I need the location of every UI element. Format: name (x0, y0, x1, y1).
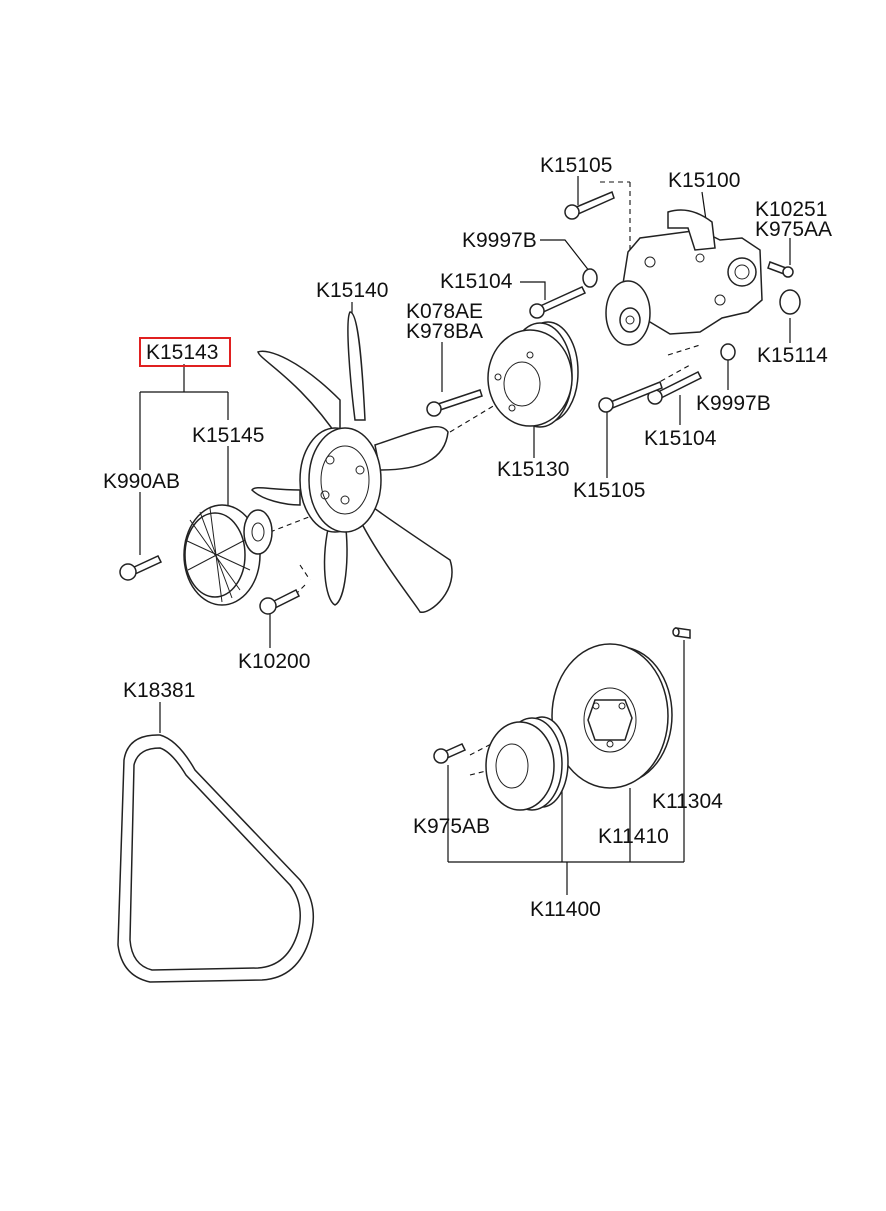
label-k975ab[interactable]: K975AB (413, 815, 490, 838)
label-k10200[interactable]: K10200 (238, 650, 310, 673)
label-k15143[interactable]: K15143 (146, 341, 218, 364)
label-k078ae[interactable]: K078AE (406, 300, 483, 323)
bolt-k10200 (259, 588, 301, 615)
label-k15140[interactable]: K15140 (316, 279, 388, 302)
label-k18381[interactable]: K18381 (123, 679, 195, 702)
bolt-k975ab (433, 743, 467, 764)
label-k9997b-top[interactable]: K9997B (462, 229, 537, 252)
water-pump (605, 209, 763, 346)
bolt-k078ae (426, 389, 483, 417)
label-k15104-bottom[interactable]: K15104 (644, 427, 717, 450)
label-k9997b-bottom[interactable]: K9997B (696, 392, 771, 415)
label-k978ba[interactable]: K978BA (406, 320, 483, 343)
label-k15105-bottom[interactable]: K15105 (573, 479, 645, 502)
label-k990ab[interactable]: K990AB (103, 470, 180, 493)
fan-k15140 (251, 311, 453, 613)
pump-hardware (529, 190, 801, 413)
label-k10251[interactable]: K10251 (755, 198, 827, 221)
belt-k18381 (117, 734, 315, 983)
leader-lines (139, 176, 791, 895)
fan-clutch-k15145 (183, 504, 273, 606)
highlight-box (139, 337, 231, 367)
crank-pulley (485, 716, 569, 811)
label-k11410[interactable]: K11410 (598, 825, 669, 848)
label-k15130[interactable]: K15130 (497, 458, 569, 481)
label-k15145[interactable]: K15145 (192, 424, 264, 447)
pin-k11304 (672, 627, 691, 639)
pulley-k15130 (487, 321, 579, 428)
label-k15104-top[interactable]: K15104 (440, 270, 513, 293)
crank-damper-k11410 (551, 643, 673, 789)
label-k11304[interactable]: K11304 (652, 790, 723, 813)
part-labels: K15105 K15100 K10251 K975AA K9997B K1510… (103, 154, 832, 921)
bolt-k990ab (119, 555, 163, 581)
label-k975aa[interactable]: K975AA (755, 218, 832, 241)
label-k15114[interactable]: K15114 (757, 344, 828, 367)
label-k15105-top[interactable]: K15105 (540, 154, 612, 177)
label-k11400[interactable]: K11400 (530, 898, 601, 921)
label-k15100[interactable]: K15100 (668, 169, 740, 192)
